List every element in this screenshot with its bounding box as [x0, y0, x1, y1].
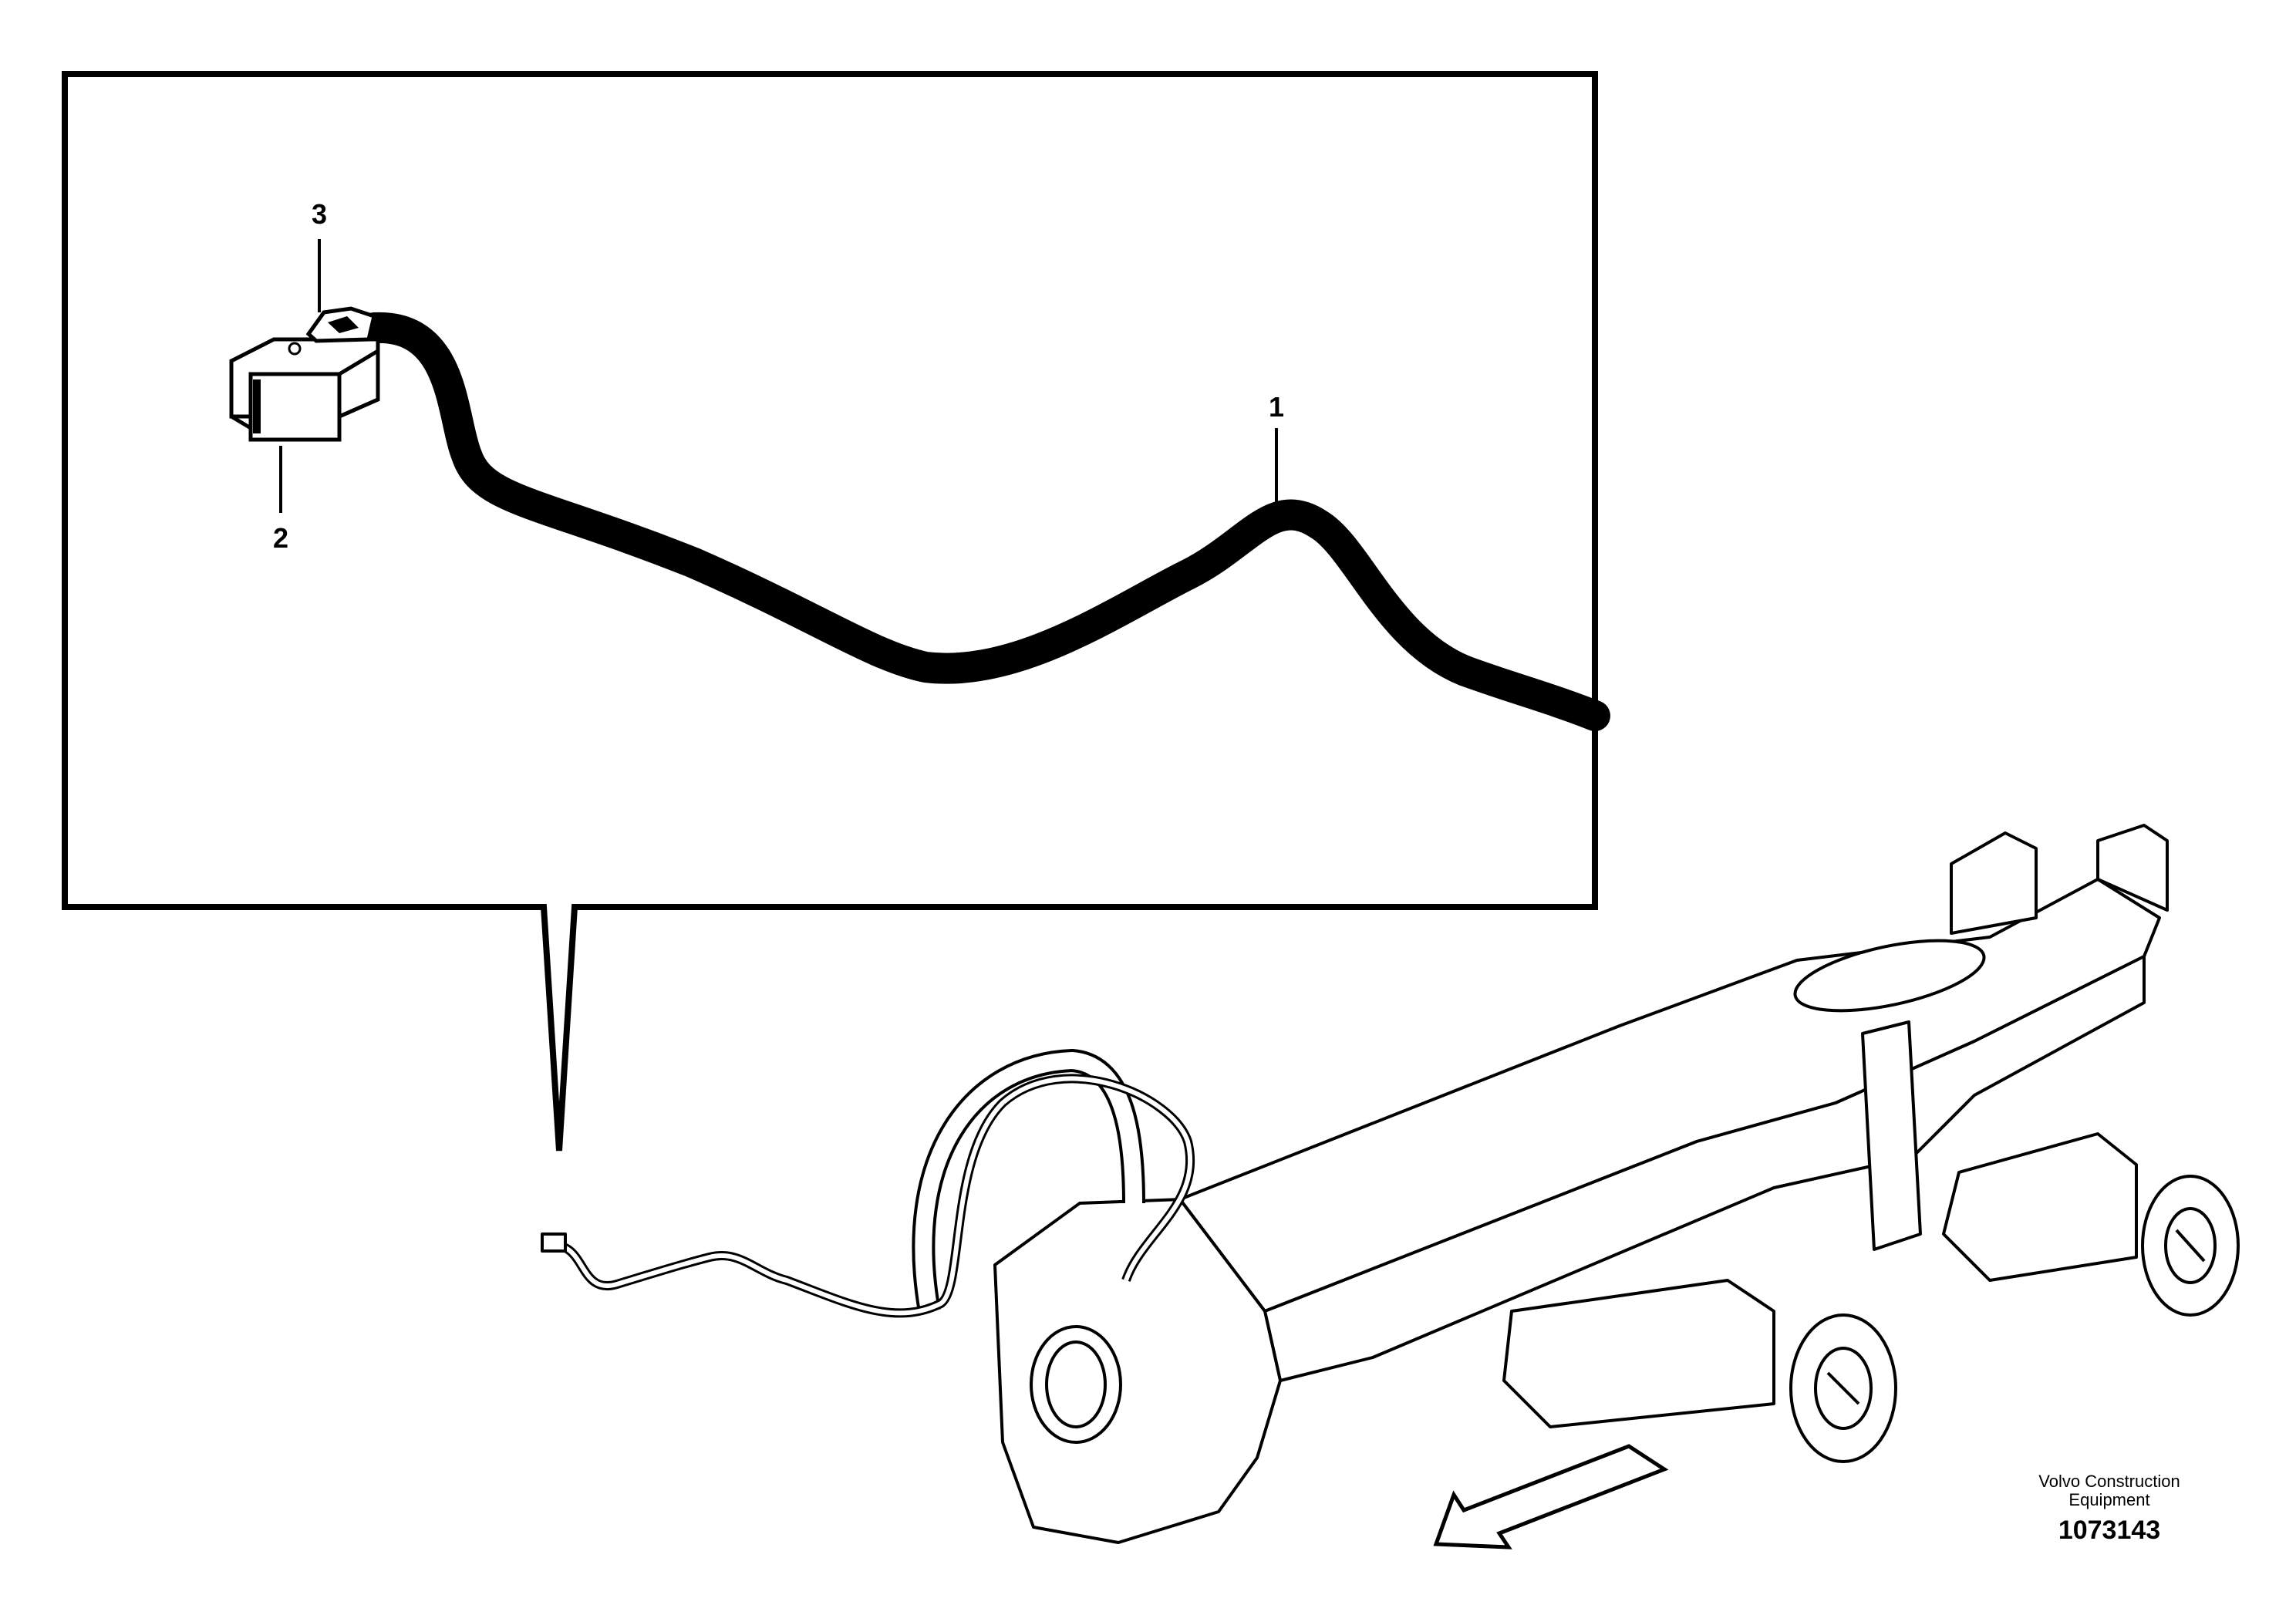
harness-cable	[359, 312, 1610, 731]
rear-upright-left	[1950, 831, 2038, 935]
harness-connector-small	[541, 1233, 567, 1253]
caption-company-line1: Volvo Construction	[2038, 1472, 2180, 1491]
callout-3: 3	[312, 198, 327, 230]
frame-side-wall	[1263, 955, 2146, 1382]
rear-upright-right	[2096, 824, 2169, 912]
axle-rear	[1942, 1132, 2138, 1282]
front-housing	[993, 1198, 1282, 1544]
callout-2: 2	[273, 522, 288, 554]
front-bearing-bore-inner	[1045, 1340, 1107, 1428]
caption-company-line2: Equipment	[2068, 1490, 2149, 1509]
figure-number: 1073143	[2058, 1516, 2160, 1545]
connector	[229, 337, 380, 442]
detail-inset: 1 2 3	[62, 71, 1610, 1152]
seal-cap	[305, 306, 376, 343]
frame-cutout	[1793, 939, 1986, 1013]
machine-frame-illustration	[541, 824, 2240, 1544]
axle-front	[1502, 1279, 1775, 1428]
forward-direction-arrow	[1433, 1444, 1669, 1549]
callout-1: 1	[1269, 391, 1284, 423]
side-bracket	[1861, 1020, 1922, 1251]
